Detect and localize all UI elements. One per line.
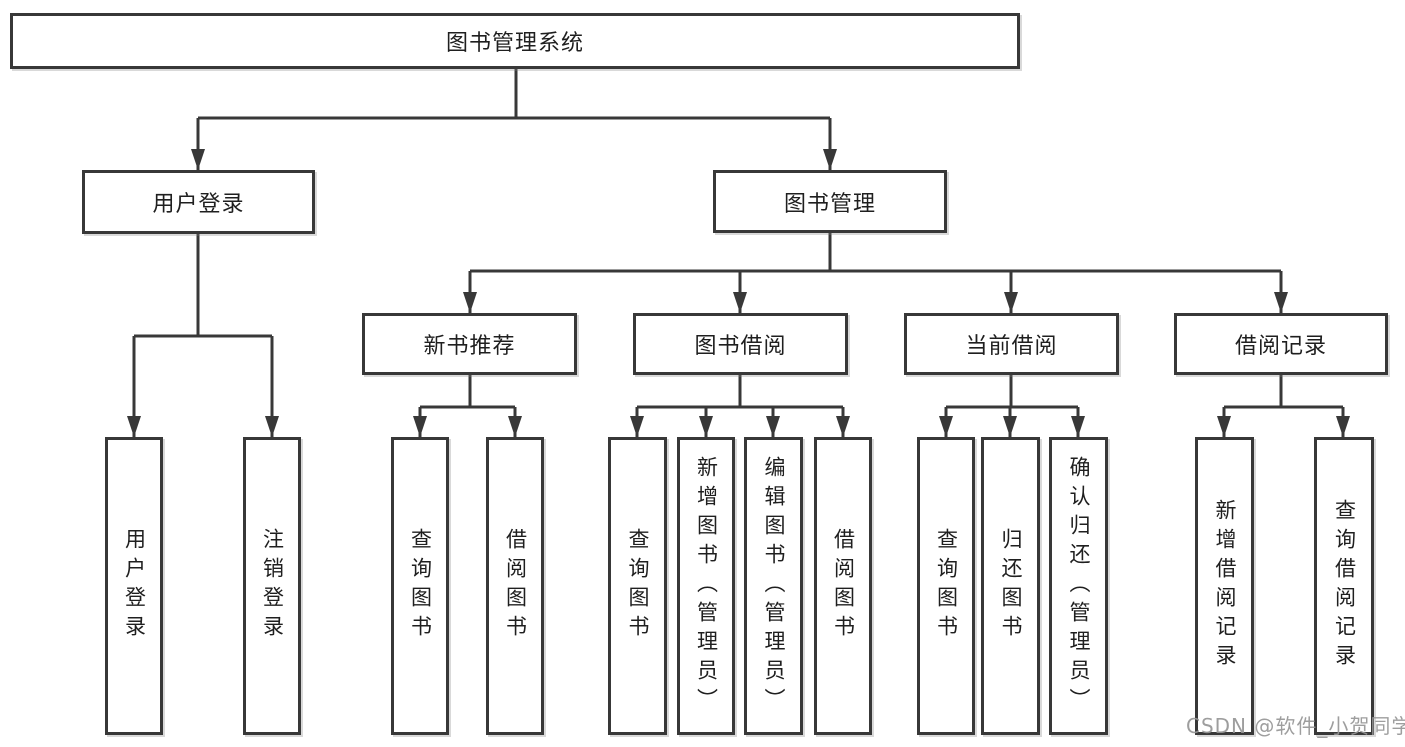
node-current-borrow: 当前借阅 — [904, 313, 1119, 375]
node-borrow-record: 借阅记录 — [1174, 313, 1388, 375]
leaf-borrow-borrow-book: 借阅图书 — [814, 437, 872, 735]
leaf-recommend-borrow-book-label: 借阅图书 — [503, 528, 528, 644]
leaf-borrow-borrow-book-label: 借阅图书 — [831, 528, 856, 644]
leaf-current-query-book-label: 查询图书 — [934, 528, 959, 644]
leaf-logout-label: 注销登录 — [260, 528, 285, 644]
leaf-borrow-query-book: 查询图书 — [608, 437, 667, 735]
connector-trunks — [134, 69, 1343, 409]
leaf-record-query: 查询借阅记录 — [1314, 437, 1374, 735]
leaf-borrow-add-book: 新增图书（管理员） — [677, 437, 735, 735]
node-user-login: 用户登录 — [82, 170, 315, 234]
leaf-current-confirm-return: 确认归还（管理员） — [1049, 437, 1108, 735]
node-new-book-recommend: 新书推荐 — [362, 313, 577, 375]
leaf-user-login: 用户登录 — [105, 437, 163, 735]
leaf-record-add: 新增借阅记录 — [1195, 437, 1254, 735]
leaf-record-add-label: 新增借阅记录 — [1213, 499, 1237, 673]
leaf-recommend-borrow-book: 借阅图书 — [486, 437, 544, 735]
node-book-borrow: 图书借阅 — [633, 313, 848, 375]
leaf-borrow-edit-book: 编辑图书（管理员） — [744, 437, 803, 735]
leaf-current-return-book: 归还图书 — [981, 437, 1040, 735]
watermark: CSDN @软件_小贺同学 — [1186, 714, 1405, 738]
leaf-borrow-query-book-label: 查询图书 — [626, 528, 650, 644]
leaf-user-login-label: 用户登录 — [122, 528, 147, 644]
leaf-borrow-edit-book-label: 编辑图书（管理员） — [762, 455, 786, 717]
leaf-current-query-book: 查询图书 — [917, 437, 975, 735]
connector-arrows — [127, 118, 1350, 437]
leaf-logout: 注销登录 — [243, 437, 301, 735]
leaf-recommend-query-book-label: 查询图书 — [408, 528, 433, 644]
leaf-current-return-book-label: 归还图书 — [999, 528, 1023, 644]
node-root: 图书管理系统 — [10, 13, 1020, 69]
leaf-borrow-add-book-label: 新增图书（管理员） — [694, 455, 719, 717]
leaf-current-confirm-return-label: 确认归还（管理员） — [1067, 455, 1091, 717]
leaf-recommend-query-book: 查询图书 — [391, 437, 449, 735]
leaf-record-query-label: 查询借阅记录 — [1332, 499, 1357, 673]
node-book-management: 图书管理 — [713, 170, 947, 233]
